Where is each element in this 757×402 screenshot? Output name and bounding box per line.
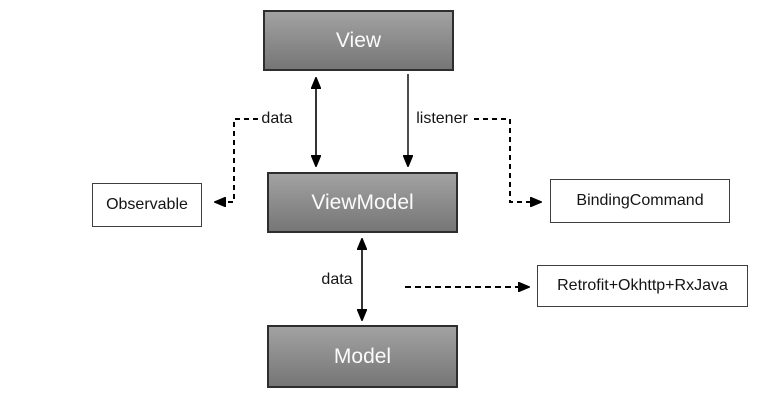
box-observable: Observable: [92, 183, 202, 227]
edge-label-data-bottom: data: [321, 271, 353, 288]
node-model-label: Model: [333, 344, 392, 368]
box-retrofit: Retrofit+Okhttp+RxJava: [537, 265, 748, 307]
node-viewmodel-label: ViewModel: [311, 190, 414, 214]
edge-label-data-top: data: [261, 110, 293, 127]
node-view: View: [263, 10, 454, 71]
edge-label-listener: listener: [416, 110, 468, 127]
box-observable-label: Observable: [106, 196, 188, 213]
node-view-label: View: [335, 28, 382, 52]
box-bindingcommand-label: BindingCommand: [576, 192, 704, 209]
edge-listener-bindingcommand-dashed: [474, 118, 541, 202]
node-model: Model: [267, 325, 458, 388]
box-bindingcommand: BindingCommand: [550, 179, 730, 223]
node-viewmodel: ViewModel: [267, 172, 458, 233]
edge-data-observable-dashed: [215, 118, 258, 202]
box-retrofit-label: Retrofit+Okhttp+RxJava: [557, 277, 728, 294]
